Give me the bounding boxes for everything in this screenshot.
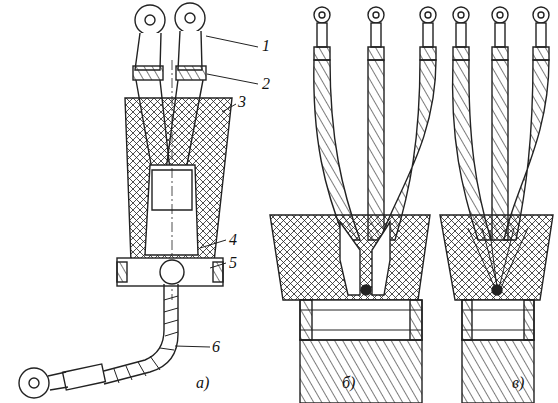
figure-b — [270, 7, 436, 403]
figure-label: а) — [196, 375, 209, 391]
callout-number: 5 — [229, 255, 237, 271]
callout-number: 6 — [212, 339, 220, 355]
figure-c — [440, 7, 553, 403]
figure-a — [19, 3, 258, 398]
figure-label: б) — [342, 375, 355, 391]
callout-number: 2 — [262, 76, 270, 92]
figure-label: в) — [512, 375, 524, 391]
callout-number: 4 — [229, 232, 237, 248]
callout-number: 1 — [262, 38, 270, 54]
callout-number: 3 — [238, 94, 246, 110]
